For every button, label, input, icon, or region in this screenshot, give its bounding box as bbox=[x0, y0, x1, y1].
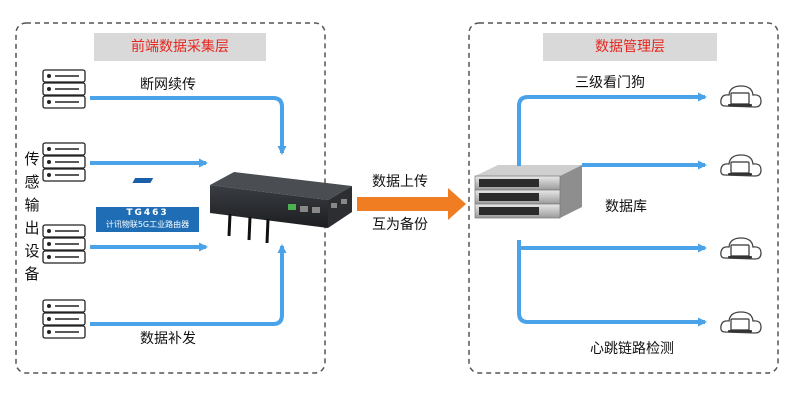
arrow-heartbeat bbox=[517, 240, 707, 327]
sensor-device-3 bbox=[43, 225, 85, 263]
top-link-label: 断网续传 bbox=[140, 77, 196, 93]
database-label: 数据库 bbox=[605, 199, 647, 215]
left-panel-title: 前端数据采集层 bbox=[94, 33, 266, 61]
vertical-char: 输 bbox=[24, 196, 40, 214]
upload-label: 数据上传 bbox=[372, 174, 428, 190]
sensor-device-1 bbox=[43, 70, 85, 108]
vertical-char: 备 bbox=[24, 265, 40, 283]
cloud-computer-1 bbox=[720, 85, 762, 108]
orange-upload-arrow bbox=[357, 188, 466, 220]
sensor-device-2 bbox=[43, 143, 85, 181]
arrow-bottom-link bbox=[90, 244, 287, 326]
vertical-char: 传 bbox=[24, 150, 40, 168]
vertical-char: 出 bbox=[24, 219, 40, 237]
sensor-output-devices-label: 传 感 输 出 设 备 bbox=[23, 148, 41, 286]
arrow-backup bbox=[517, 242, 707, 253]
arrow-top-link bbox=[90, 96, 287, 155]
cloud-computer-2 bbox=[720, 154, 762, 177]
vertical-char: 感 bbox=[24, 173, 40, 191]
watchdog-label: 三级看门狗 bbox=[575, 75, 645, 91]
sensor-device-4 bbox=[43, 300, 85, 338]
router-model: TG463 bbox=[126, 208, 169, 218]
industrial-router-icon bbox=[132, 172, 352, 244]
cloud-computer-3 bbox=[720, 237, 762, 260]
heartbeat-label: 心跳链路检测 bbox=[590, 341, 674, 357]
rack-server-icon bbox=[474, 165, 582, 219]
cloud-computer-4 bbox=[720, 311, 762, 334]
right-panel-border bbox=[468, 22, 779, 374]
vertical-char: 设 bbox=[24, 242, 40, 260]
backup-label: 互为备份 bbox=[372, 217, 428, 233]
right-panel-title: 数据管理层 bbox=[543, 33, 717, 61]
bottom-link-label: 数据补发 bbox=[140, 331, 196, 347]
arrow-watchdog bbox=[517, 92, 707, 166]
router-label: TG463 计讯物联5G工业路由器 bbox=[96, 207, 199, 232]
router-description: 计讯物联5G工业路由器 bbox=[105, 220, 190, 229]
